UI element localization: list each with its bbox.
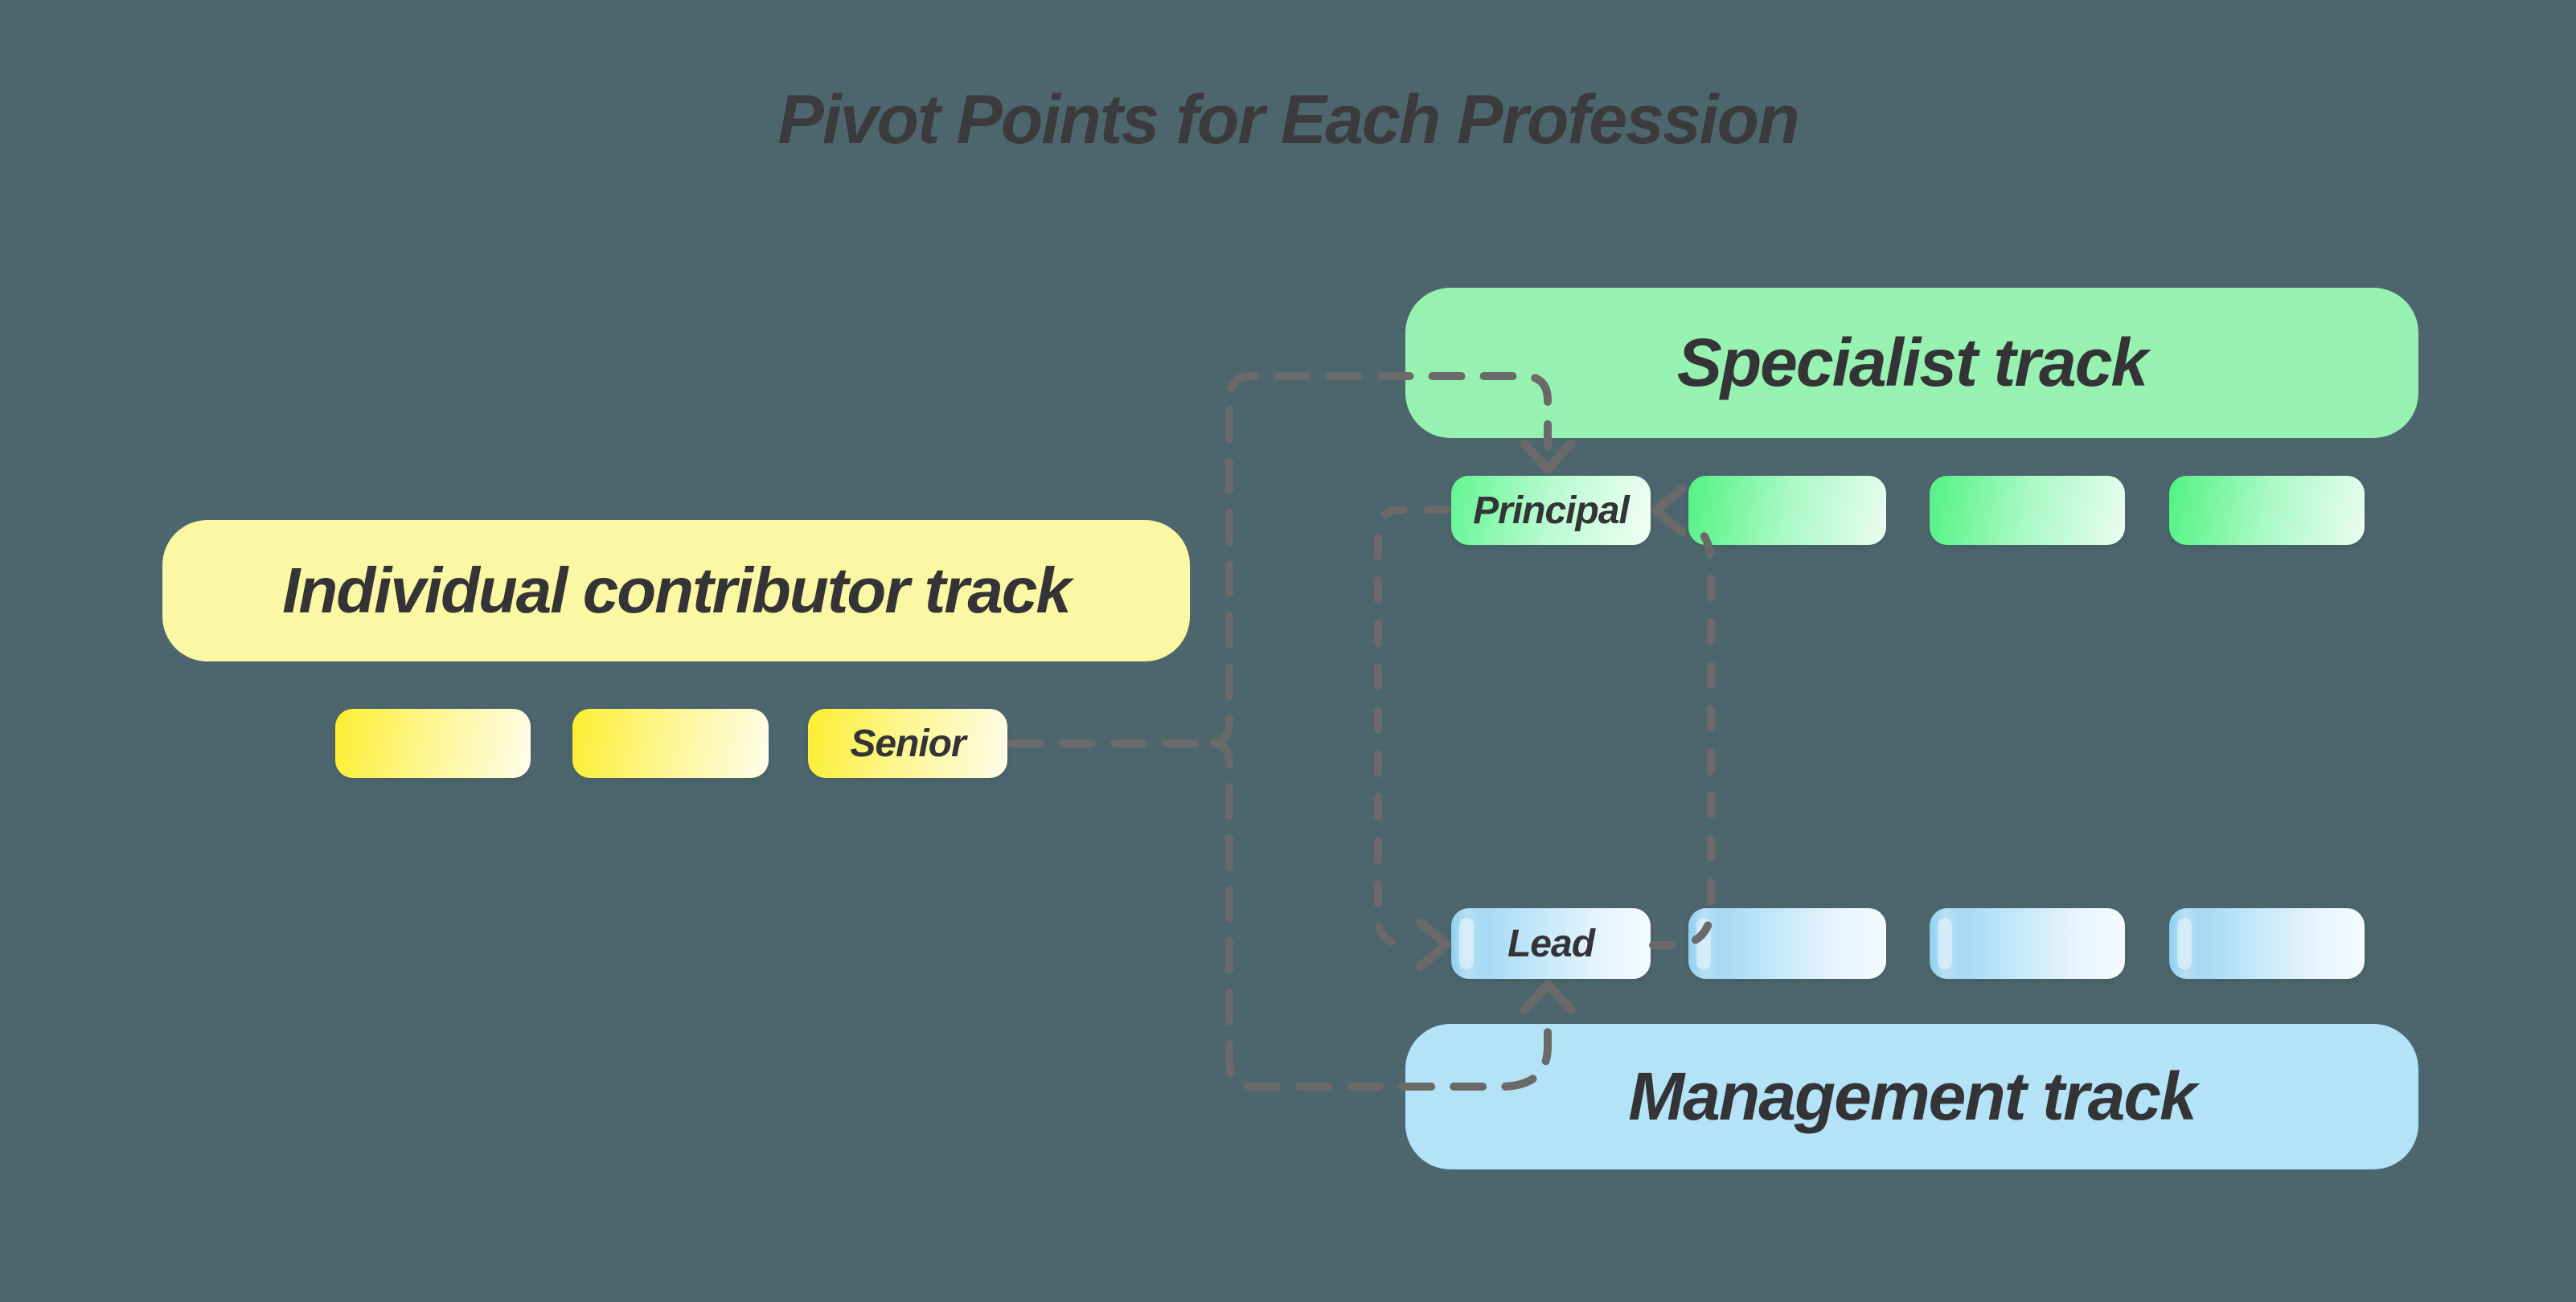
level-box-specialist-2 [1688, 476, 1886, 545]
level-box-management-2 [1688, 908, 1886, 979]
level-box-management-3 [1930, 908, 2125, 979]
ic-track-header: Individual contributor track [162, 520, 1190, 661]
management-track-label: Management track [1628, 1058, 2197, 1134]
arrow-up-into-lead-icon [1520, 980, 1576, 1015]
level-box-specialist-3 [1930, 476, 2125, 545]
ic-track-label: Individual contributor track [282, 555, 1072, 626]
level-box-ic-2 [572, 709, 769, 778]
level-box-specialist-4 [2169, 476, 2365, 545]
arrow-down-into-principal-icon [1520, 439, 1576, 474]
arrow-right-into-lead-icon [1416, 918, 1452, 971]
diagram-title: Pivot Points for Each Profession [777, 81, 1799, 158]
arrow-left-into-principal-icon [1651, 484, 1687, 537]
connector-lead-to-principal [1649, 517, 1715, 949]
level-box-lead: Lead [1451, 908, 1651, 979]
connector-principal-to-lead [1374, 506, 1451, 948]
level-box-principal: Principal [1451, 476, 1651, 545]
management-track-header: Management track [1405, 1024, 2418, 1169]
specialist-track-header: Specialist track [1405, 288, 2418, 438]
specialist-track-label: Specialist track [1676, 325, 2148, 400]
level-box-senior: Senior [808, 709, 1007, 778]
level-box-ic-1 [335, 709, 531, 778]
level-box-management-4 [2169, 908, 2365, 979]
